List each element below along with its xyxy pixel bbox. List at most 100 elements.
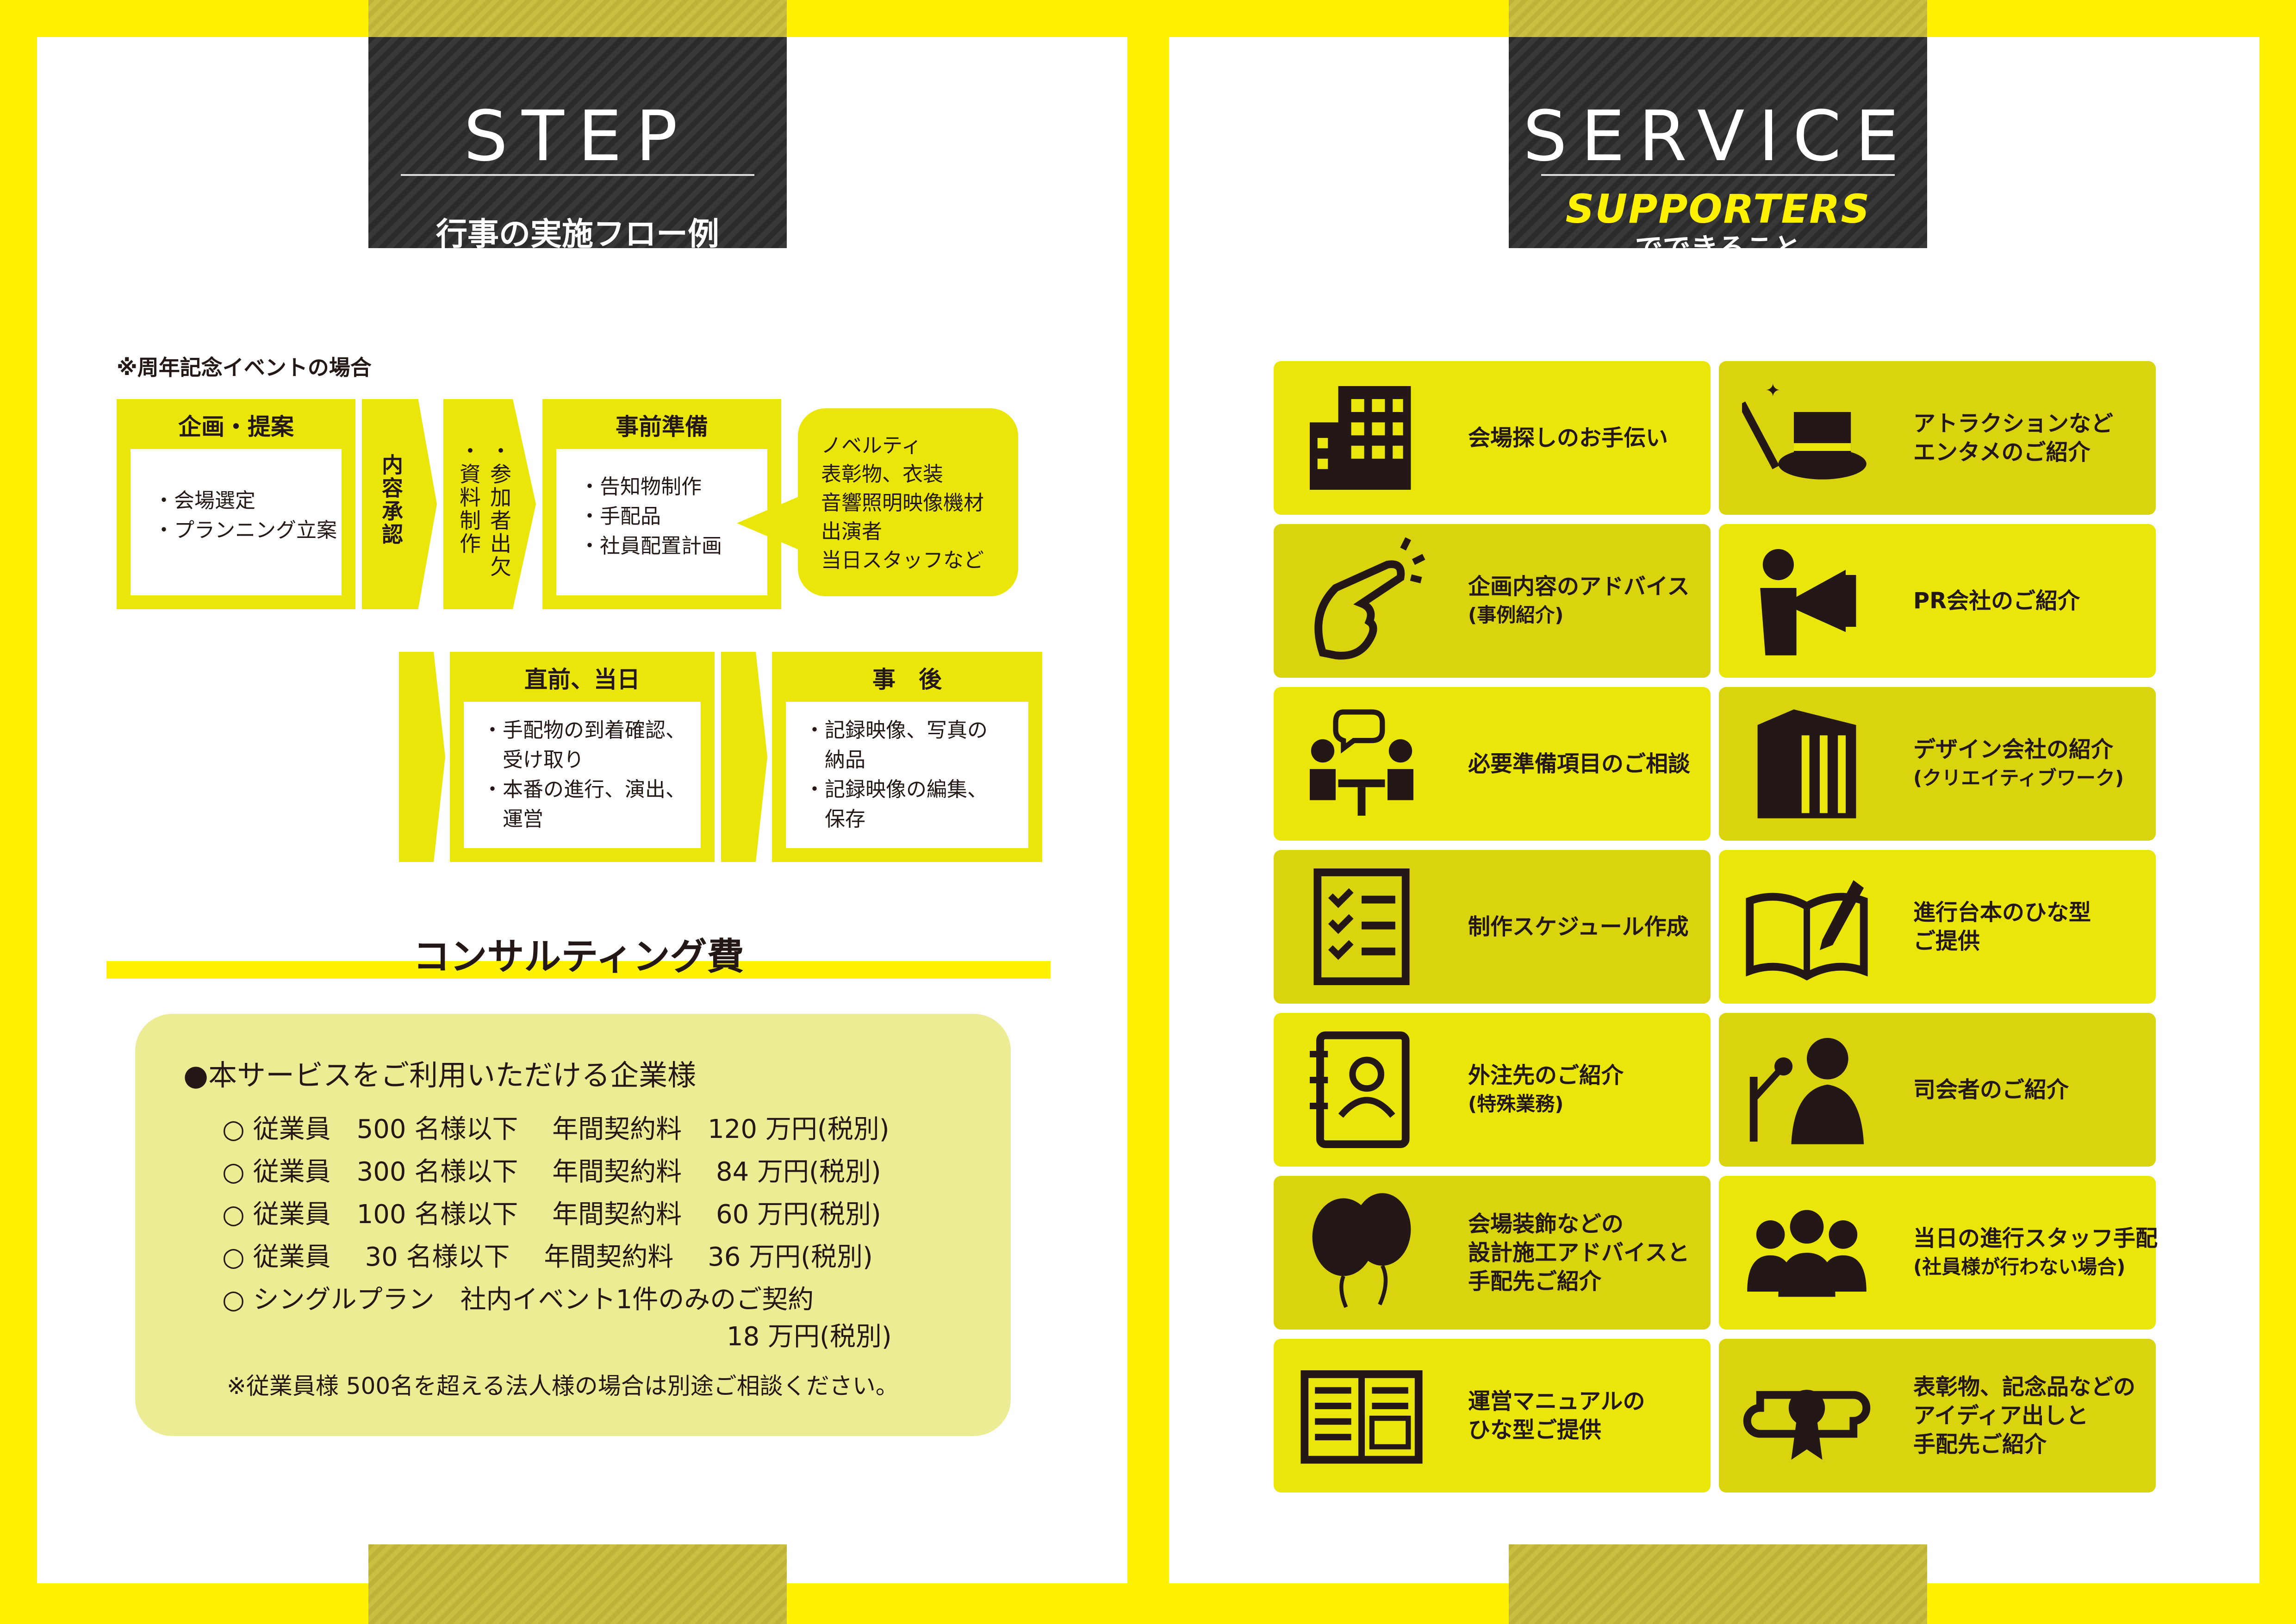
bottom-tape-left [368, 1544, 787, 1624]
service-card: 外注先のご紹介 (特殊業務) [1274, 1013, 1711, 1167]
service-card: 制作スケジュール作成 [1274, 850, 1711, 1004]
service-card-title: 必要準備項目のご相談 [1468, 751, 1691, 777]
step-materials-label: ・参加者出欠 ・資料制作 [456, 440, 512, 579]
book-pen-icon [1742, 862, 1872, 992]
consulting-row-30: ○ 従業員 30 名様以下 年間契約料 36 万円(税別) [222, 1242, 873, 1272]
step-approval-label: 内容承認 [379, 454, 404, 546]
finger-snap-icon [1297, 536, 1426, 666]
meeting-icon [1297, 699, 1426, 829]
step-plan-box: 企画・提案 ・会場選定 ・プランニング立案 [117, 399, 355, 609]
service-card-label: 外注先のご紹介 (特殊業務) [1468, 1061, 1624, 1118]
service-card: 運営マニュアルの ひな型ご提供 [1274, 1339, 1711, 1493]
service-card: 企画内容のアドバイス (事例紹介) [1274, 524, 1711, 678]
service-card-label: 必要準備項目のご相談 [1468, 750, 1690, 778]
consulting-title: コンサルティング費 [413, 935, 744, 978]
service-card-title: PR会社のご紹介 [1913, 588, 2080, 614]
service-card-label: アトラクションなど エンタメのご紹介 [1913, 409, 2113, 467]
step-plan-content: ・会場選定 ・プランニング立案 [131, 449, 342, 595]
service-card-title: 進行台本のひな型 ご提供 [1913, 899, 2091, 954]
service-card-title: 司会者のご紹介 [1913, 1077, 2069, 1103]
building-icon [1297, 373, 1426, 503]
checklist-icon [1297, 862, 1426, 992]
step-day-box: 直前、当日 ・手配物の到着確認、 受け取り ・本番の進行、演出、 運営 [450, 652, 715, 862]
consulting-title-bar [106, 961, 1051, 979]
service-card: 会場装飾などの 設計施工アドバイスと 手配先ご紹介 [1274, 1176, 1711, 1330]
brand-logo: SUPPORTERS [1565, 186, 1871, 232]
service-card-title: 運営マニュアルの ひな型ご提供 [1468, 1388, 1645, 1443]
service-card-label: 司会者のご紹介 [1913, 1075, 2069, 1104]
service-header: SERVICE SUPPORTERS でできること [1509, 37, 1927, 265]
service-card-title: デザイン会社の紹介 [1913, 737, 2114, 762]
service-card-label: 当日の進行スタッフ手配 (社員様が行わない場合) [1913, 1224, 2158, 1281]
service-card-label: 進行台本のひな型 ご提供 [1913, 898, 2091, 956]
flow-arrow [443, 399, 536, 609]
service-card-label: 会場装飾などの 設計施工アドバイスと 手配先ご紹介 [1468, 1210, 1690, 1296]
step-day-title: 直前、当日 [524, 666, 640, 693]
service-card-subtitle: (クリエイティブワーク) [1913, 767, 2124, 789]
service-card-label: 会場探しのお手伝い [1468, 424, 1668, 452]
office-building-icon [1742, 699, 1872, 829]
top-tape-right [1509, 0, 1927, 37]
step-title: STEP [463, 96, 692, 177]
service-card-subtitle: (社員様が行わない場合) [1913, 1255, 2126, 1278]
service-card: 必要準備項目のご相談 [1274, 687, 1711, 841]
staff-group-icon [1742, 1188, 1872, 1318]
consulting-footnote: ※従業員様 500名を超える法人様の場合は別途ご相談ください。 [227, 1373, 899, 1399]
step-prep-title: 事前準備 [616, 413, 708, 440]
mc-microphone-icon [1742, 1025, 1872, 1155]
consulting-row-500: ○ 従業員 500 名様以下 年間契約料 120 万円(税別) [222, 1114, 890, 1144]
contact-book-icon [1297, 1025, 1426, 1155]
service-card-label: PR会社のご紹介 [1913, 587, 2080, 615]
service-title: SERVICE [1523, 96, 1913, 177]
service-card-label: デザイン会社の紹介 (クリエイティブワーク) [1913, 735, 2124, 793]
balloons-icon [1297, 1188, 1426, 1318]
service-card: PR会社のご紹介 [1719, 524, 2156, 678]
header-rule [1541, 174, 1895, 176]
consulting-panel [135, 1014, 1011, 1436]
consulting-row-300: ○ 従業員 300 名様以下 年間契約料 84 万円(税別) [222, 1157, 881, 1187]
service-card-label: 表彰物、記念品などの アイディア出しと 手配先ご紹介 [1913, 1373, 2135, 1459]
step-plan-title: 企画・提案 [178, 413, 294, 440]
service-card-title: 表彰物、記念品などの アイディア出しと 手配先ご紹介 [1913, 1374, 2136, 1457]
svg-text:✦: ✦ [1765, 380, 1780, 401]
service-card-title: 外注先のご紹介 [1468, 1062, 1624, 1088]
service-card: 会場探しのお手伝い [1274, 361, 1711, 515]
step-after-title: 事 後 [872, 666, 942, 693]
flow-arrow [399, 652, 445, 862]
service-card-title: 当日の進行スタッフ手配 [1913, 1225, 2158, 1251]
step-subtitle: 行事の実施フロー例 [436, 216, 719, 253]
megaphone-person-icon [1742, 536, 1872, 666]
service-card-label: 運営マニュアルの ひな型ご提供 [1468, 1387, 1645, 1444]
consulting-row-single-price: 18 万円(税別) [727, 1322, 892, 1352]
service-card: 進行台本のひな型 ご提供 [1719, 850, 2156, 1004]
top-tape-left [368, 0, 787, 37]
service-card: 表彰物、記念品などの アイディア出しと 手配先ご紹介 [1719, 1339, 2156, 1493]
service-card: 当日の進行スタッフ手配 (社員様が行わない場合) [1719, 1176, 2158, 1330]
bottom-tape-right [1509, 1544, 1927, 1624]
magic-hat-icon: ✦ [1738, 373, 1872, 503]
service-subtitle: でできること [1635, 232, 1801, 265]
flow-note: ※周年記念イベントの場合 [117, 355, 372, 380]
step-arrangement-bubble: ノベルティ 表彰物、衣装 音響照明映像機材 出演者 当日スタッフなど [798, 408, 1018, 596]
service-card-title: 会場探しのお手伝い [1468, 425, 1668, 451]
service-card-title: 制作スケジュール作成 [1468, 914, 1689, 940]
service-card-title: 会場装飾などの 設計施工アドバイスと 手配先ご紹介 [1468, 1211, 1690, 1294]
manual-document-icon [1297, 1351, 1426, 1480]
service-card: 司会者のご紹介 [1719, 1013, 2156, 1167]
service-card: デザイン会社の紹介 (クリエイティブワーク) [1719, 687, 2156, 841]
service-card-subtitle: (事例紹介) [1468, 604, 1564, 626]
service-card-subtitle: (特殊業務) [1468, 1093, 1564, 1115]
service-card: ✦ アトラクションなど エンタメのご紹介 [1719, 361, 2156, 515]
step-header: STEP 行事の実施フロー例 [368, 37, 787, 253]
award-scroll-icon [1742, 1351, 1872, 1480]
service-card-label: 企画内容のアドバイス (事例紹介) [1468, 572, 1690, 630]
step-prep-box: 事前準備 ・告知物制作 ・手配品 ・社員配置計画 [542, 399, 781, 609]
service-card-label: 制作スケジュール作成 [1468, 912, 1689, 941]
header-rule [401, 174, 754, 176]
consulting-row-single: ○ シングルプラン 社内イベント1件のみのご契約 [222, 1285, 814, 1315]
service-card-title: アトラクションなど エンタメのご紹介 [1913, 411, 2114, 465]
consulting-heading: ●本サービスをご利用いただける企業様 [183, 1058, 697, 1092]
step-after-content: ・記録映像、写真の 納品 ・記録映像の編集、 保存 [786, 702, 1028, 848]
step-day-content: ・手配物の到着確認、 受け取り ・本番の進行、演出、 運営 [464, 702, 701, 848]
service-card-title: 企画内容のアドバイス [1468, 574, 1690, 600]
